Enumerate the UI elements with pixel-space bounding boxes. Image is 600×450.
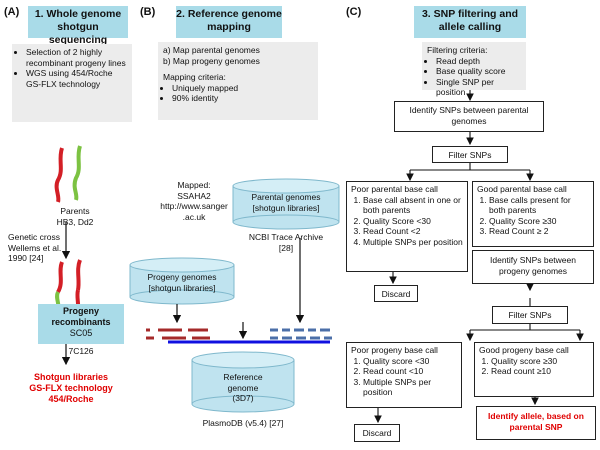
parental-genomes-label: Parental genomes [shotgun libraries] [236,192,336,213]
good-parental-title: Good parental base call [477,184,567,194]
progeny-line: 7C126 [68,346,94,356]
progeny-chromosomes-icon [55,259,82,313]
ref-db-line: (3D7) [232,393,254,403]
cross-line: 1990 [24] [8,253,44,263]
progeny-genomes-label: Progeny genomes [shotgun libraries] [132,272,232,293]
poor-parental-box: Poor parental base call Base call absent… [346,181,468,272]
poor-progeny-box: Poor progeny base call Quality score <30… [346,342,462,408]
mapped-line: Mapped: [177,180,211,190]
parents-title: Parents [60,206,90,216]
panel-a-bullet: WGS using 454/Roche GS-FLX technology [26,68,127,89]
mapped-tool-label: Mapped: SSAHA2 http://www.sanger .ac.uk [154,180,234,222]
good-progeny-title: Good progeny base call [479,345,569,355]
filter-criterion: Base quality score [436,66,521,77]
progeny-db-line: [shotgun libraries] [148,282,216,293]
plasmodb-label: PlasmoDB (v5.4) [27] [202,418,284,428]
good-progeny-item: Read count ≥10 [491,366,589,377]
parental-db-line: Parental genomes [251,192,321,202]
good-parental-item: Quality Score ≥30 [489,216,589,227]
panel-b-notes: a) Map parental genomes b) Map progeny g… [158,42,318,120]
output-line: 454/Roche [48,394,94,404]
panel-c-notes: Filtering criteria: Read depth Base qual… [422,42,526,97]
ncbi-line: NCBI Trace Archive [248,232,324,242]
panel-c-label: (C) [346,6,362,18]
filter-snps-box-1: Filter SNPs [432,146,508,163]
ncbi-label: NCBI Trace Archive [28] [236,232,336,253]
panel-b-label: (B) [140,6,156,18]
poor-progeny-title: Poor progeny base call [351,345,438,355]
output-line: Shotgun libraries [33,372,108,382]
poor-parental-item: Quality Score <30 [363,216,463,227]
genetic-cross-label: Genetic cross Wellems et al. 1990 [24] [8,232,88,264]
parents-label: Parents HB3, Dd2 [40,206,110,227]
parents-names: HB3, Dd2 [56,216,94,227]
parental-db-line: [shotgun libraries] [252,202,320,213]
progeny-genomes-db-icon [129,257,235,305]
panel-a-output: Shotgun libraries GS-FLX technology 454/… [18,372,124,405]
discard-box-1: Discard [374,285,418,302]
panel-a-title: 1. Whole genome shotgun sequencing [28,6,128,46]
output-line: GS-FLX technology [29,383,113,393]
panel-c-title: 3. SNP filtering and allele calling [414,6,526,38]
identify-progeny-snps-box: Identify SNPs between progeny genomes [472,250,594,284]
poor-parental-title: Poor parental base call [351,184,438,194]
reference-genome-db-icon [191,351,295,413]
progeny-line: SC05 [69,328,93,338]
progeny-recombinants-box: Progeny recombinants SC05 [38,304,124,344]
cross-line: Genetic cross [8,232,60,242]
progeny-title: recombinants [51,317,111,327]
filter-criteria-title: Filtering criteria: [427,45,488,55]
reference-genome-label: Reference genome (3D7) [194,372,292,404]
panel-a-label: (A) [4,6,20,18]
mapping-step: a) Map parental genomes [163,45,260,55]
identify-allele-box: Identify allele, based on parental SNP [476,406,596,440]
progeny-reads-icon [146,328,210,340]
parental-reads-icon [270,328,332,340]
poor-progeny-item: Multiple SNPs per position [363,377,457,398]
mapped-line: .ac.uk [182,211,206,222]
poor-parental-item: Read Count <2 [363,226,463,237]
good-progeny-box: Good progeny base call Quality score ≥30… [474,342,594,397]
good-parental-box: Good parental base call Base calls prese… [472,181,594,247]
poor-parental-item: Base call absent in one or both parents [363,195,463,216]
filter-criterion: Read depth [436,56,521,67]
identify-parental-snps-box: Identify SNPs between parental genomes [394,101,544,132]
poor-parental-item: Multiple SNPs per position [363,237,463,248]
poor-progeny-item: Quality score <30 [363,356,457,367]
mapping-criteria-title: Mapping criteria: [163,72,226,82]
panel-b-title: 2. Reference genome mapping [176,6,282,38]
ncbi-line: [28] [278,242,294,253]
ref-db-line: genome [227,382,259,393]
mapping-criterion: Uniquely mapped [172,83,313,94]
panel-a-bullet: Selection of 2 highly recombinant progen… [26,47,127,68]
parental-genomes-db-icon [232,178,340,230]
mapping-step: b) Map progeny genomes [163,55,260,66]
ref-db-line: Reference [223,372,263,382]
filter-snps-box-2: Filter SNPs [492,306,568,324]
progeny-db-line: Progeny genomes [147,272,217,282]
good-parental-item: Base calls present for both parents [489,195,589,216]
panel-a-notes: Selection of 2 highly recombinant progen… [12,44,132,122]
parent-chromosomes-icon [54,145,82,203]
discard-box-2: Discard [354,424,400,442]
mapping-criterion: 90% identity [172,93,313,104]
good-parental-item: Read Count ≥ 2 [489,226,589,237]
filter-criterion: Single SNP per position [436,77,521,98]
poor-progeny-item: Read count <10 [363,366,457,377]
progeny-title: Progeny [62,306,99,316]
mapped-line: SSAHA2 [177,190,211,201]
cross-line: Wellems et al. [8,242,62,253]
mapped-line: http://www.sanger [160,201,228,211]
good-progeny-item: Quality score ≥30 [491,356,589,367]
